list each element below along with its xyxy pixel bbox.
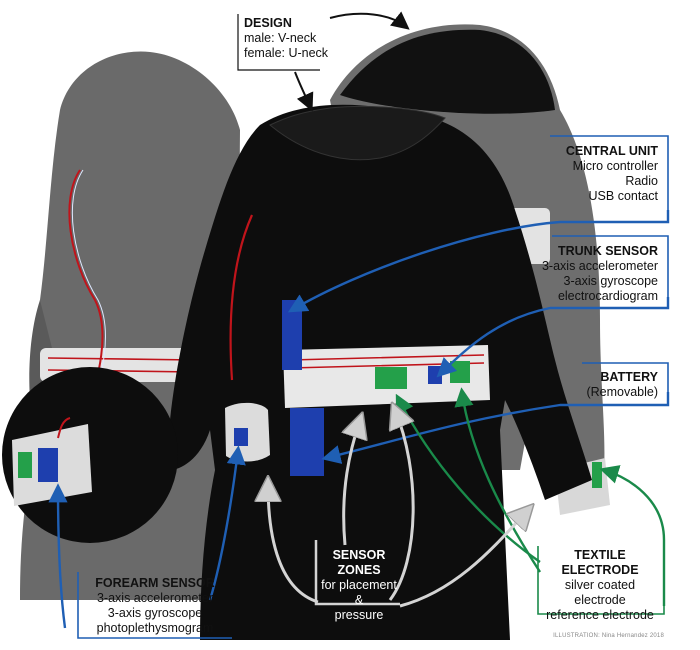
zone-arrow-4	[399, 510, 528, 608]
design-title: DESIGN	[244, 16, 292, 30]
forearm-sensor-label: FOREARM SENSOR 3-axis accelerometer 3-ax…	[80, 576, 230, 636]
forearm-arrow-2	[208, 445, 246, 601]
electrode-left	[375, 367, 407, 389]
central-unit-title: CENTRAL UNIT	[565, 144, 658, 158]
central-unit-frame	[550, 135, 669, 212]
design-line-1: male: V-neck	[244, 31, 317, 45]
trunk-sensor-frame	[552, 235, 669, 298]
textile-electrode-line-2: electrode	[574, 593, 626, 607]
battery-frame	[582, 362, 669, 393]
forearm-sensor-line-3: photoplethysmogram	[96, 621, 214, 635]
central-unit-line-3: USB contact	[588, 189, 658, 203]
textile-electrode-label: TEXTILE ELECTRODE silver coated electrod…	[536, 548, 664, 623]
forearm-sensor-title: FOREARM SENSOR	[95, 576, 215, 590]
design-frame	[237, 14, 320, 71]
forearm-sensor-line-1: 3-axis accelerometer	[96, 591, 213, 605]
textile-electrode-line-3: reference electrode	[546, 608, 654, 622]
sensor-zones-frame	[314, 540, 400, 606]
forearm-sensor-line-2: 3-axis gyroscope	[107, 606, 203, 620]
design-label: DESIGN male: V-neck female: U-neck	[244, 16, 328, 61]
trunk-sensor-module	[428, 366, 442, 384]
zone-arrow-3	[390, 410, 415, 601]
battery-arrow	[321, 392, 670, 464]
sensor-zones-title: SENSOR ZONES	[332, 548, 386, 577]
textile-electrode-title: TEXTILE ELECTRODE	[561, 548, 639, 577]
battery-line-1: (Removable)	[586, 385, 658, 399]
textile-electrode-line-1: silver coated	[564, 578, 636, 592]
sensor-zones-line-2: pressure	[334, 608, 384, 622]
design-arrow-top	[329, 11, 410, 30]
trunk-sensor-line-2: 3-axis gyroscope	[563, 274, 659, 288]
design-arrow-down	[294, 71, 314, 112]
forearm-frame	[77, 572, 232, 639]
zone-arrow-2	[344, 420, 360, 546]
battery-module	[290, 408, 324, 476]
sensor-zones-line-1: for placement &	[321, 578, 397, 607]
electrode-arrow-2	[454, 387, 542, 573]
front-arm-wire	[229, 214, 254, 381]
battery-label: BATTERY (Removable)	[586, 370, 658, 400]
electrode-right	[450, 361, 470, 383]
trunk-sensor-line-3: electrocardiogram	[557, 289, 658, 303]
central-unit-arrow	[287, 210, 670, 313]
central-unit-label: CENTRAL UNIT Micro controller Radio USB …	[566, 144, 658, 204]
forearm-arrow-1	[48, 483, 68, 629]
sensor-zones-label: SENSOR ZONES for placement & pressure	[316, 548, 402, 623]
central-unit-line-2: Radio	[625, 174, 658, 188]
forearm-zoom	[2, 367, 178, 543]
electrode-frame	[537, 546, 665, 615]
electrode-arrow-3	[599, 465, 666, 606]
trunk-sensor-line-1: 3-axis accelerometer	[541, 259, 658, 273]
central-unit-line-1: Micro controller	[572, 159, 658, 173]
zone-arrow-1	[268, 484, 319, 604]
central-unit-module	[282, 300, 302, 370]
trunk-sensor-arrow	[436, 297, 670, 378]
trunk-sensor-title: TRUNK SENSOR	[557, 244, 658, 258]
illustration-credit: ILLUSTRATION: Nina Hernandez 2018	[553, 633, 664, 639]
trunk-sensor-label: TRUNK SENSOR 3-axis accelerometer 3-axis…	[542, 244, 658, 304]
design-line-2: female: U-neck	[244, 46, 329, 60]
battery-title: BATTERY	[600, 370, 658, 384]
